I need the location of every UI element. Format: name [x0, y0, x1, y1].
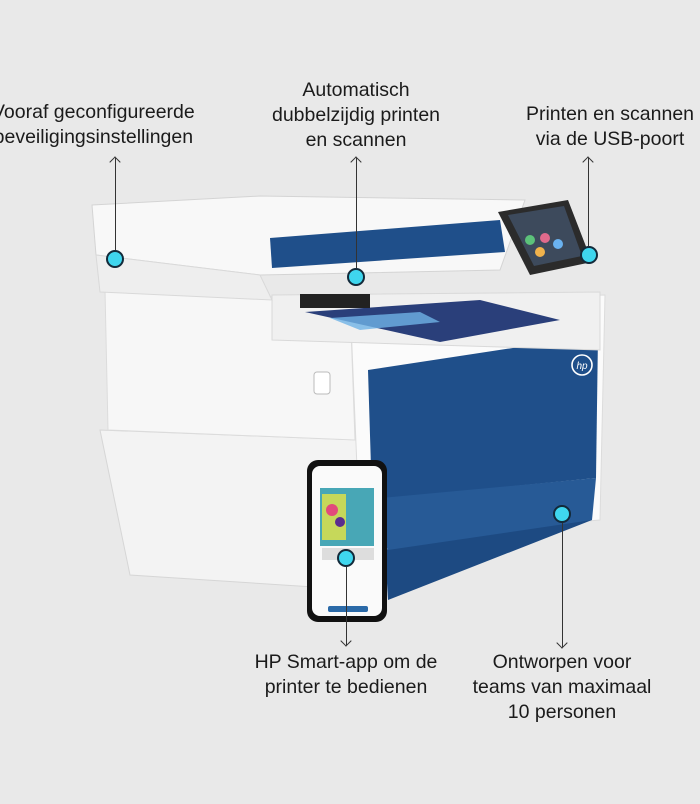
callout-security-leader [115, 158, 116, 250]
adf-tray [270, 220, 505, 268]
tray-lip [360, 478, 596, 550]
hp-logo-text: hp [576, 361, 588, 372]
callout-teams-label: Ontworpen voor teams van maximaal 10 per… [472, 650, 652, 725]
callout-duplex-label: Automatisch dubbelzijdig printen en scan… [256, 78, 456, 153]
callout-app-line2: printer te bedienen [264, 676, 428, 698]
callout-usb-line1: Printen en scannen [525, 103, 695, 125]
hotspot-duplex[interactable] [347, 268, 365, 286]
callout-duplex-line2: dubbelzijdig printen [271, 104, 441, 126]
callout-teams-leader [562, 523, 563, 647]
callout-duplex-leader [356, 158, 357, 268]
callout-duplex-line3: en scannen [305, 129, 407, 151]
front-panel [368, 335, 598, 500]
callout-usb-leader [588, 158, 589, 246]
callout-app-label: HP Smart-app om de printer te bedienen [196, 650, 496, 700]
callout-usb-line2: via de USB-poort [535, 128, 685, 150]
hotspot-teams[interactable] [553, 505, 571, 523]
smartphone [307, 460, 387, 622]
scanner-base [95, 254, 273, 301]
callout-teams-line3: 10 personen [507, 701, 617, 723]
callout-teams-line2: teams van maximaal [472, 676, 652, 698]
callout-security-label: Vooraf geconfigureerde beveiligingsinste… [0, 100, 195, 150]
hotspot-app[interactable] [337, 549, 355, 567]
hp-logo [571, 354, 593, 376]
output-rollers [300, 294, 370, 308]
callout-teams-line1: Ontworpen voor [492, 651, 632, 673]
callout-security-line2: beveiligingsinstellingen [0, 126, 194, 148]
control-panel[interactable] [498, 200, 592, 275]
usb-port[interactable] [313, 371, 331, 395]
callout-app-line1: HP Smart-app om de [254, 651, 438, 673]
callout-duplex-line1: Automatisch [302, 79, 410, 101]
callout-app-leader [346, 567, 347, 645]
hotspot-usb[interactable] [580, 246, 598, 264]
hotspot-security[interactable] [106, 250, 124, 268]
paper-print-content [330, 312, 440, 330]
callout-security-line1: Vooraf geconfigureerde [0, 101, 195, 123]
callout-usb-label: Printen en scannen via de USB-poort [510, 102, 700, 152]
